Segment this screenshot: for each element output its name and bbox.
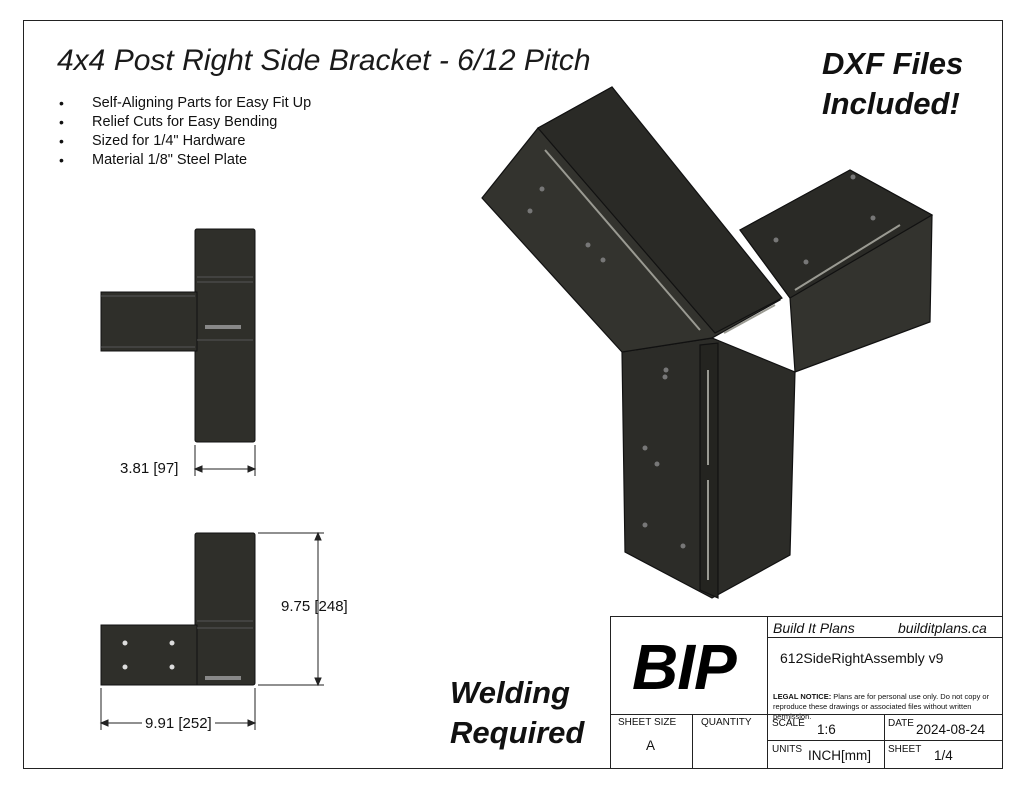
slot: [544, 149, 701, 331]
dimension-width-top: [193, 445, 257, 476]
post-channel-corner: [699, 342, 719, 599]
bolt-hole: [600, 257, 606, 263]
sheet-size-value: A: [646, 738, 656, 753]
bolt-hole: [654, 461, 660, 467]
dxf-callout-line1: DXF Files: [822, 46, 964, 81]
units-label: UNITS: [772, 744, 802, 755]
front-view: [100, 532, 256, 686]
feature-item: Relief Cuts for Easy Bending: [57, 113, 311, 132]
bolt-hole: [169, 664, 175, 670]
welding-note-line1: Welding: [450, 675, 570, 710]
sheet-size-label: SHEET SIZE: [618, 717, 677, 728]
feature-item: Sized for 1/4" Hardware: [57, 132, 311, 151]
company-name: Build It Plans: [773, 620, 855, 636]
bolt-hole: [642, 522, 648, 528]
title-block-grid: [610, 616, 1003, 769]
bolt-hole: [773, 237, 779, 243]
bolt-hole: [122, 640, 128, 646]
dimension-label-width-front: 9.91 [252]: [142, 715, 215, 732]
slot: [794, 224, 901, 291]
bip-logo: BIP: [632, 631, 737, 703]
top-view-post-channel: [194, 228, 256, 443]
bolt-hole: [122, 664, 128, 670]
date-label: DATE: [888, 718, 914, 729]
bolt-hole: [585, 242, 591, 248]
feature-list: Self-Aligning Parts for Easy Fit Up Reli…: [57, 94, 311, 170]
welding-note-line2: Required: [450, 715, 585, 750]
date-value: 2024-08-24: [916, 722, 986, 737]
bolt-hole: [870, 215, 876, 221]
slot: [205, 325, 241, 329]
left-arm-top: [537, 86, 783, 334]
bolt-hole: [680, 543, 686, 549]
scale-label: SCALE: [772, 718, 805, 729]
slot: [723, 304, 776, 334]
quantity-label: QUANTITY: [701, 717, 752, 728]
title-block: BIP Build It Plans builditplans.ca 612Si…: [610, 616, 1002, 769]
units-value: INCH[mm]: [808, 748, 871, 763]
website: builditplans.ca: [898, 620, 987, 636]
front-view-post-channel: [194, 532, 256, 686]
isometric-view: [481, 86, 934, 599]
bolt-hole: [169, 640, 175, 646]
bolt-hole: [539, 186, 545, 192]
bolt-hole: [642, 445, 648, 451]
slot: [205, 676, 241, 680]
right-arm-top: [739, 169, 934, 299]
feature-item: Self-Aligning Parts for Easy Fit Up: [57, 94, 311, 113]
dimension-height-front: [258, 531, 324, 687]
feature-item: Material 1/8" Steel Plate: [57, 151, 311, 170]
dxf-callout: DXF Files Included!: [822, 44, 992, 124]
top-view-arm: [100, 291, 198, 352]
dxf-callout-line2: Included!: [822, 86, 960, 121]
legal-notice-label: LEGAL NOTICE:: [773, 692, 832, 701]
front-view-arm: [100, 624, 198, 686]
part-name: 612SideRightAssembly v9: [780, 650, 944, 666]
sheet-label: SHEET: [888, 744, 922, 755]
welding-note: Welding Required: [450, 673, 584, 753]
legal-notice-text: Plans are for personal use only. Do not …: [773, 692, 990, 721]
top-view: [100, 228, 256, 443]
bolt-hole: [850, 174, 856, 180]
drawing-title: 4x4 Post Right Side Bracket - 6/12 Pitch: [57, 44, 591, 77]
dimension-label-width-top: 3.81 [97]: [120, 460, 179, 477]
bolt-hole: [527, 208, 533, 214]
drawing-border: [23, 20, 1003, 769]
dimension-label-height-front: 9.75 [248]: [281, 598, 348, 615]
bolt-hole: [662, 374, 668, 380]
legal-notice: LEGAL NOTICE: Plans are for personal use…: [773, 692, 998, 722]
bolt-hole: [663, 367, 669, 373]
sheet-number: 1/4: [934, 748, 953, 763]
scale-value: 1:6: [817, 722, 836, 737]
bolt-hole: [803, 259, 809, 265]
